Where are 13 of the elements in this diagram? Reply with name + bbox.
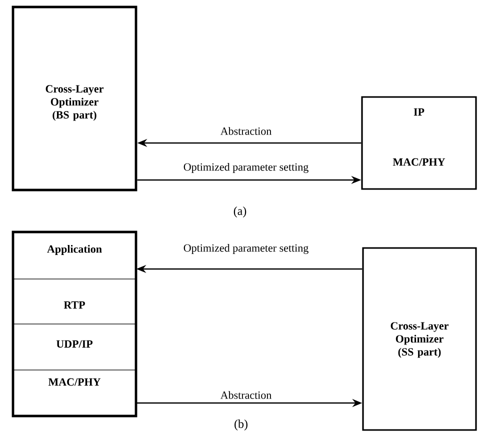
optimizer-box: Cross-Layer Optimizer (BS part)	[12, 6, 138, 192]
edge-label: Abstraction	[219, 126, 273, 136]
layer-box: UDP/IP	[12, 324, 136, 370]
edge-label: Optimized parameter setting	[182, 243, 310, 255]
panel-label: (b)	[234, 420, 248, 430]
layer-box: RTP	[12, 278, 136, 324]
edge-label: Abstraction	[219, 390, 273, 400]
panel-label: (a)	[234, 206, 246, 218]
edge-label: Optimized parameter setting	[182, 162, 310, 174]
layer-box: Application	[12, 232, 136, 280]
optimizer-box: Cross-Layer Optimizer (SS part)	[362, 247, 477, 431]
protocol-box: IP MAC/PHY	[361, 96, 477, 190]
layer-box: MAC/PHY	[12, 370, 136, 416]
